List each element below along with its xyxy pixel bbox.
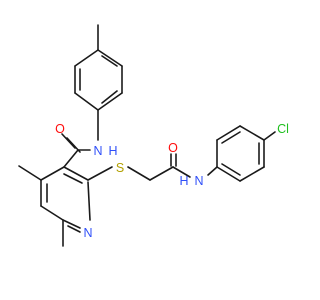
- methyl-bond: [18, 165, 42, 181]
- oxygen-atom-label: O: [55, 122, 65, 136]
- bond: [40, 166, 65, 181]
- bond: [74, 49, 99, 67]
- bond: [216, 125, 241, 141]
- chlorophenyl-ring: [207, 125, 276, 182]
- bond: [87, 166, 113, 181]
- carbonyl-bond: [61, 133, 76, 149]
- nitrogen-atom-label: N: [93, 144, 102, 158]
- bond: [207, 166, 218, 176]
- bond: [97, 92, 123, 111]
- sulfur-atom-label: S: [116, 161, 124, 175]
- aromatic-bond: [221, 163, 241, 176]
- oxygen-atom-label: O: [168, 141, 178, 155]
- thioether-linker: [87, 153, 191, 181]
- structure-canvas: O N H N S O N H Cl: [18, 24, 289, 247]
- bond: [127, 166, 151, 181]
- pyridine-ring: [18, 165, 91, 247]
- bond: [149, 166, 174, 181]
- upper-amide: [61, 109, 99, 168]
- bond: [62, 219, 81, 229]
- bond: [263, 131, 276, 141]
- molecule-drawing: O N H N S O N H Cl: [18, 24, 289, 247]
- aromatic-bond: [101, 90, 118, 104]
- bond: [40, 205, 64, 221]
- bond: [87, 181, 91, 221]
- tolyl-ring: [74, 24, 123, 111]
- pyridine-nitrogen-label: N: [83, 226, 92, 240]
- chlorine-atom-label: Cl: [277, 122, 289, 136]
- hydrogen-atom-label: H: [179, 174, 188, 188]
- hydrogen-atom-label: H: [108, 144, 117, 158]
- bond: [216, 166, 241, 182]
- carbonyl-bond: [66, 137, 81, 153]
- bond: [63, 149, 79, 168]
- aromatic-bond: [221, 131, 241, 144]
- aromatic-bond: [67, 225, 81, 233]
- bond: [239, 166, 265, 182]
- aromatic-bond: [101, 55, 118, 67]
- nitrogen-atom-label: N: [194, 174, 203, 188]
- bond: [97, 49, 123, 67]
- bond: [172, 166, 191, 178]
- bond: [239, 125, 265, 141]
- bond: [74, 92, 99, 111]
- aromatic-bond: [63, 173, 83, 184]
- bond: [63, 166, 89, 181]
